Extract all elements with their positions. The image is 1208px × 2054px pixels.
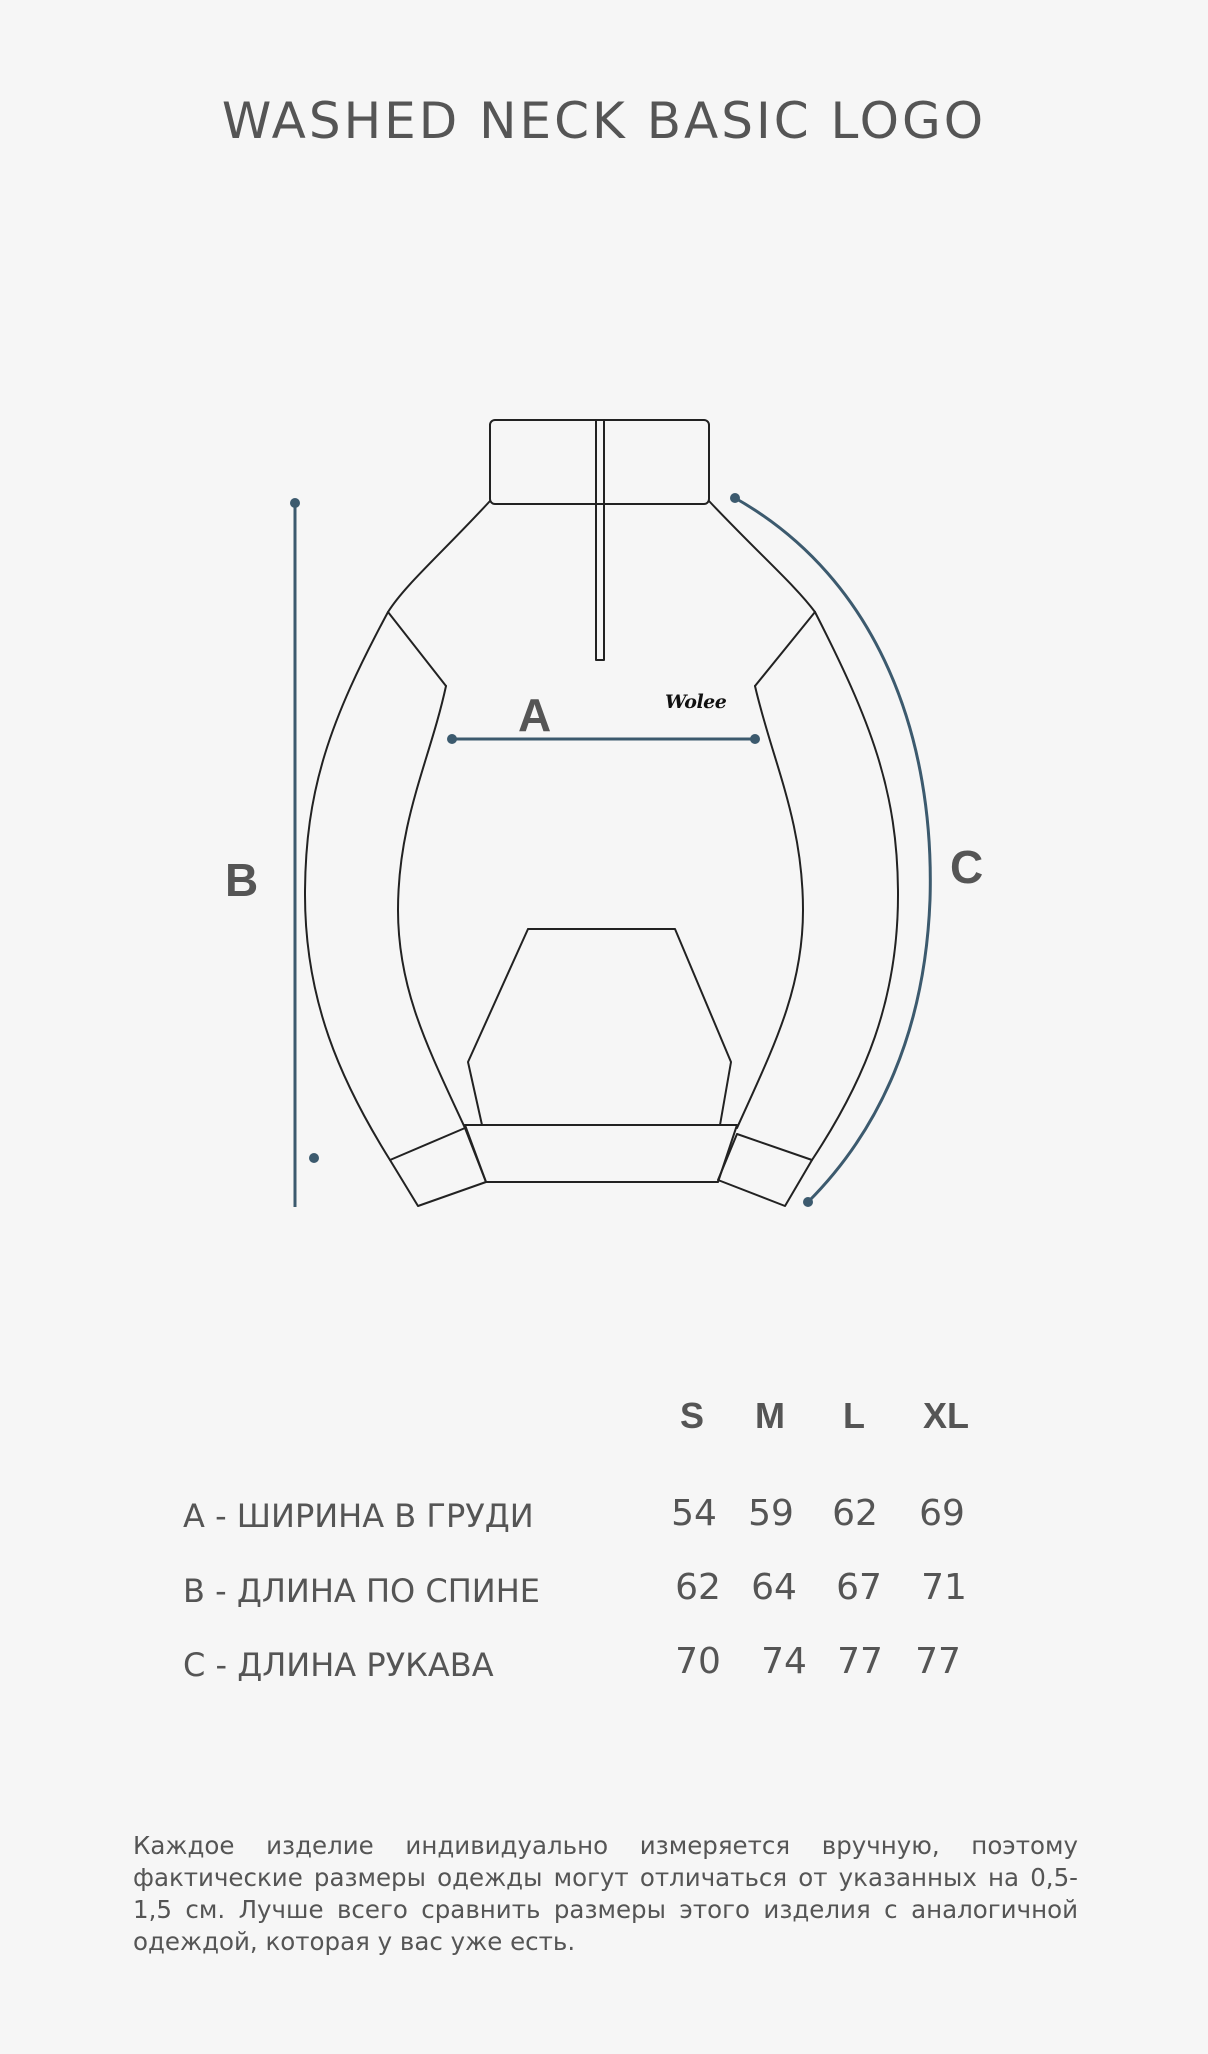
- measurement-disclaimer: Каждое изделие индивидуально измеряется …: [133, 1831, 1078, 1956]
- left-shoulder: [387, 500, 491, 613]
- row-label-sleeve-length: С - ДЛИНА РУКАВА: [183, 1646, 494, 1684]
- table-cell: 62: [675, 1567, 721, 1608]
- hem-band: [464, 1124, 738, 1183]
- left-cuff: [389, 1127, 487, 1207]
- table-cell: 67: [836, 1567, 882, 1608]
- collar: [489, 419, 710, 505]
- right-raglan-seam: [754, 611, 816, 687]
- table-cell: 74: [761, 1641, 807, 1682]
- table-cell: 54: [671, 1493, 717, 1534]
- right-sleeve-outer: [811, 611, 899, 1161]
- brand-logo: Wolee: [665, 691, 727, 713]
- size-header-l: L: [843, 1395, 865, 1436]
- dimension-b-line: [290, 498, 319, 1207]
- table-cell: 70: [675, 1641, 721, 1682]
- table-cell: 77: [915, 1641, 961, 1682]
- right-body-side: [736, 685, 804, 1129]
- size-header-xl: XL: [922, 1395, 969, 1436]
- table-cell: 64: [751, 1567, 797, 1608]
- hoodie-outline-drawing: [290, 419, 932, 1207]
- row-label-chest-width: A - ШИРИНА В ГРУДИ: [183, 1497, 534, 1535]
- table-cell: 62: [832, 1493, 878, 1534]
- size-header-m: M: [755, 1395, 785, 1436]
- dimension-a-line: [447, 734, 760, 744]
- row-label-back-length: B - ДЛИНА ПО СПИНЕ: [183, 1572, 541, 1610]
- dimension-c-label: C: [950, 841, 984, 893]
- page-title: WASHED NECK BASIC LOGO: [221, 92, 987, 150]
- left-body-side: [397, 685, 466, 1129]
- left-sleeve-outer: [304, 611, 391, 1161]
- left-raglan-seam: [387, 611, 447, 687]
- hoodie-outline: [304, 419, 899, 1207]
- garment-diagram: A B C Wolee: [0, 380, 1208, 1260]
- dimension-a-label: A: [518, 689, 552, 741]
- table-cell: 77: [837, 1641, 883, 1682]
- right-shoulder: [708, 500, 816, 613]
- zipper: [595, 419, 605, 661]
- dimension-b-label: B: [225, 854, 259, 906]
- table-cell: 69: [919, 1493, 965, 1534]
- table-cell: 59: [748, 1493, 794, 1534]
- front-pocket: [467, 928, 732, 1126]
- dimension-c-line: [730, 493, 932, 1207]
- size-header-s: S: [679, 1395, 704, 1436]
- right-cuff: [717, 1133, 813, 1207]
- table-cell: 71: [921, 1567, 967, 1608]
